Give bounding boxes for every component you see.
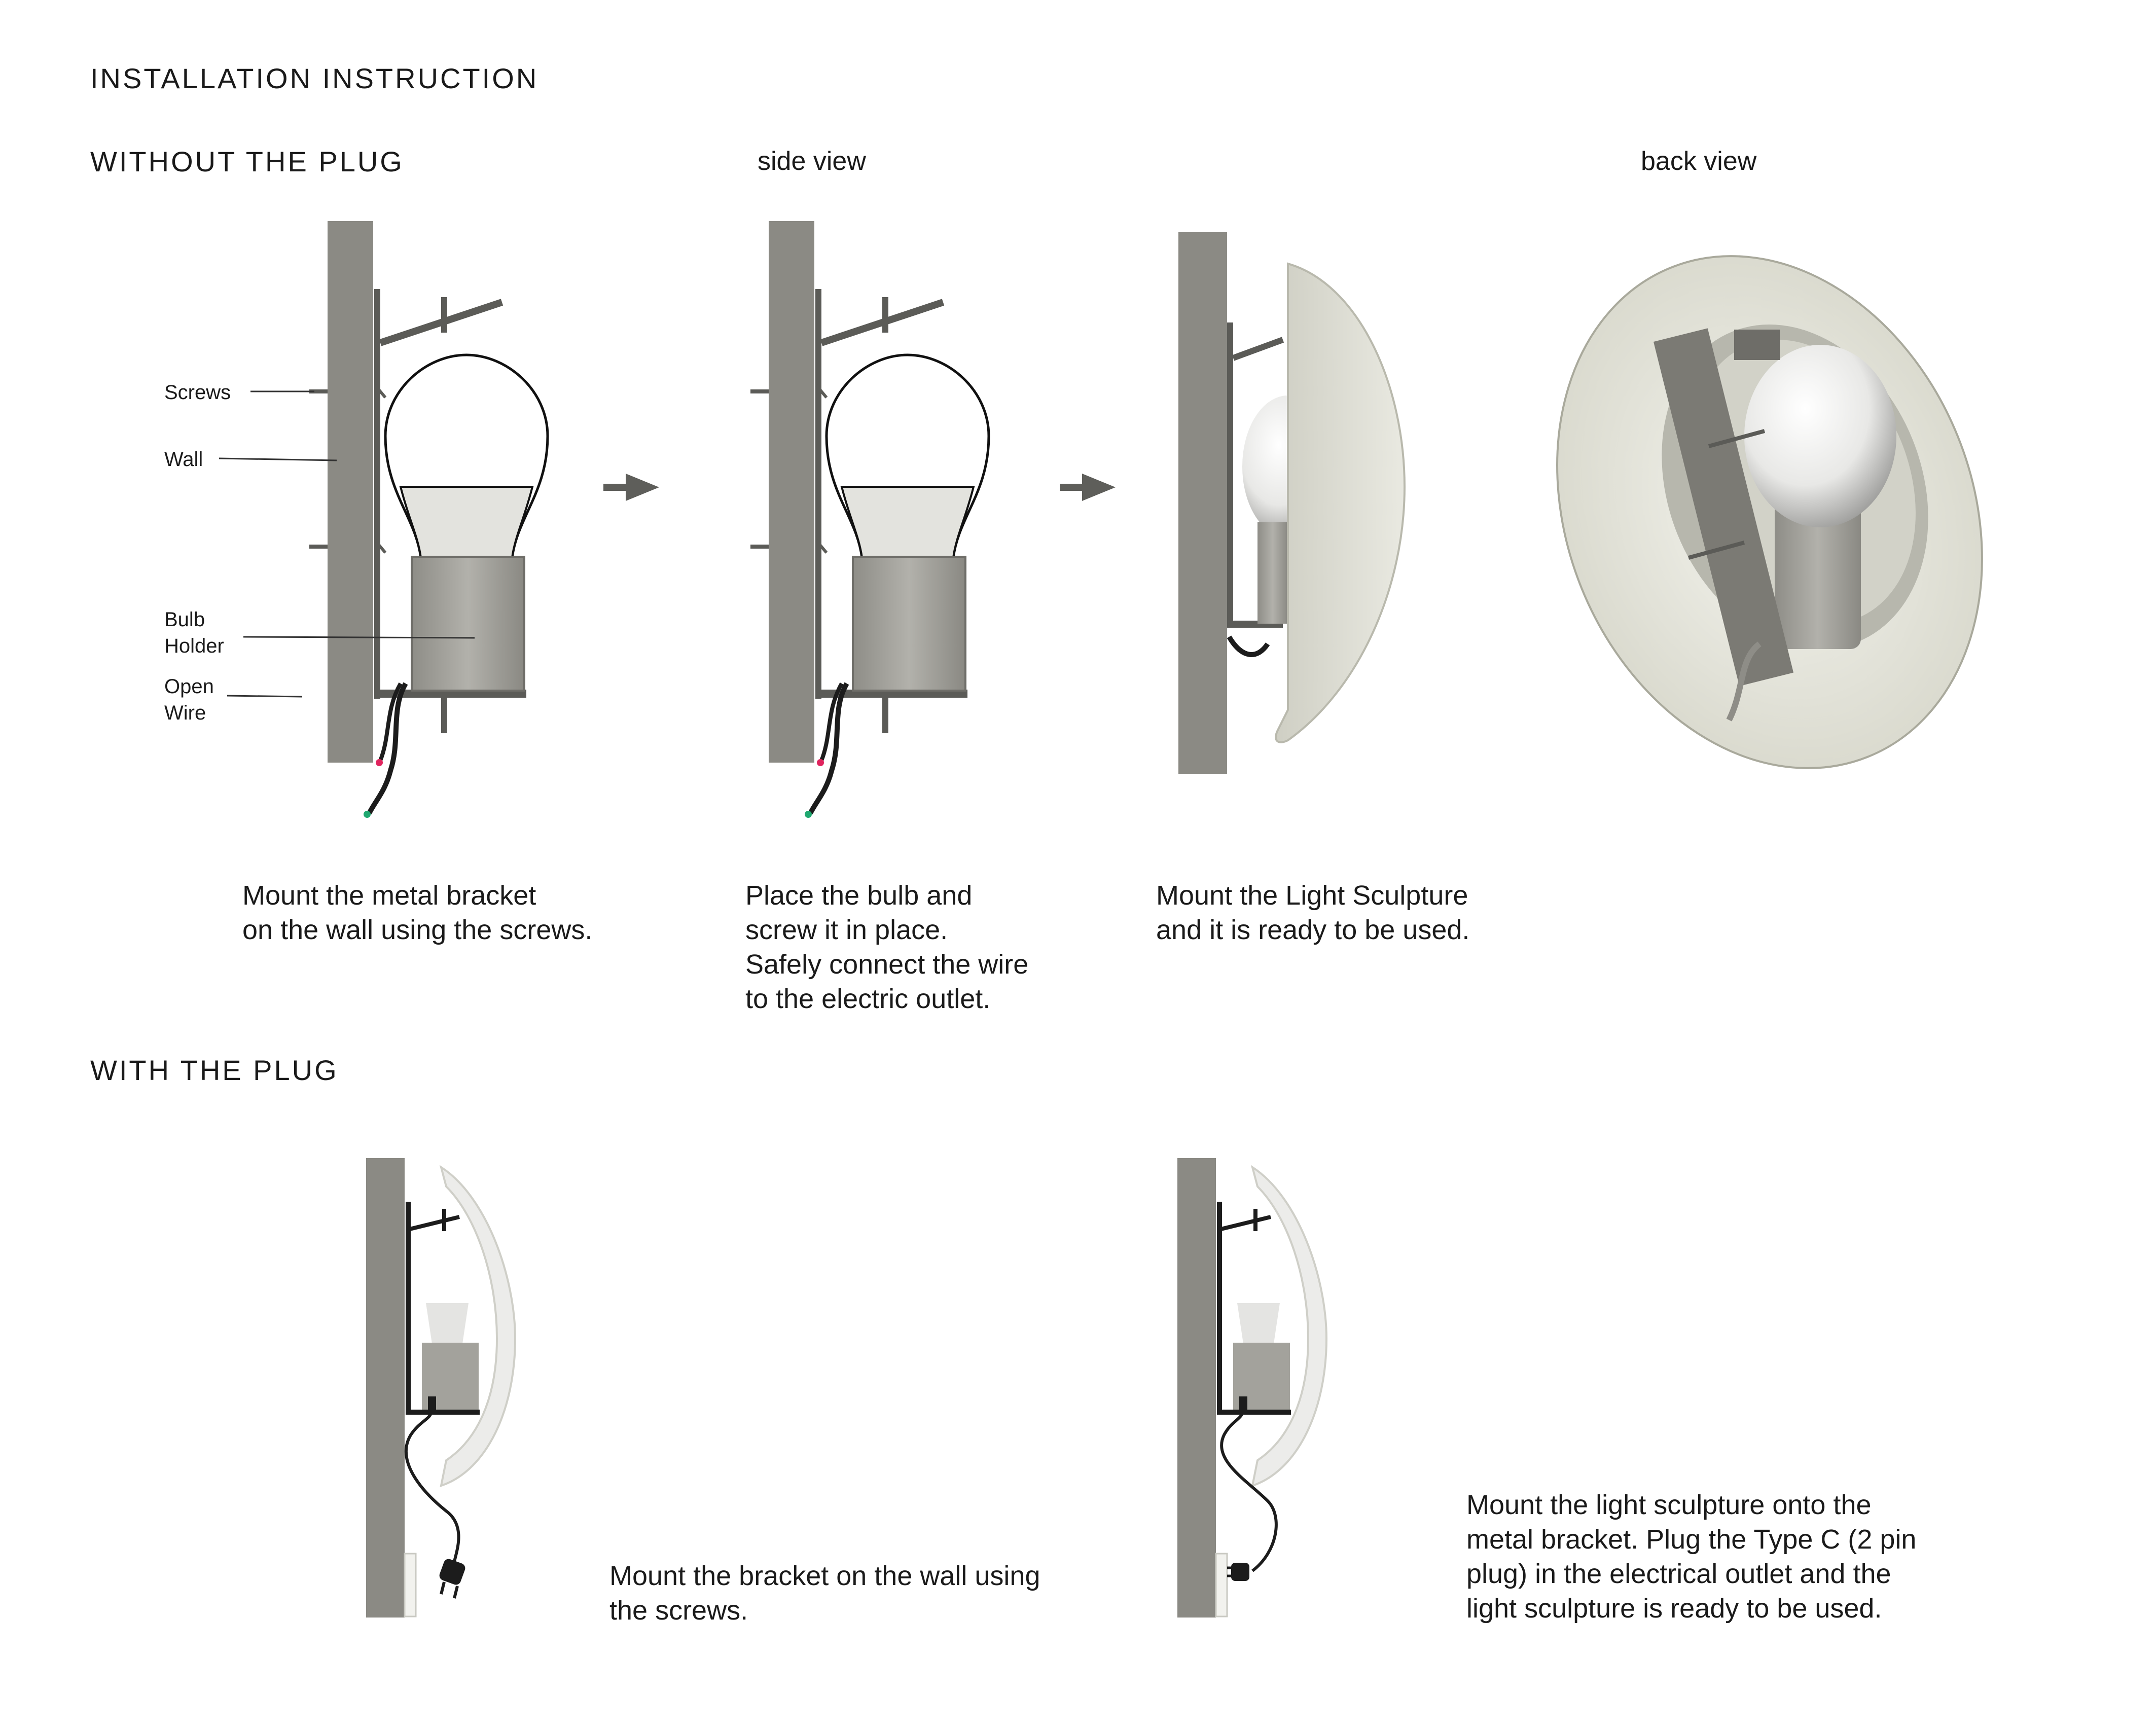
side-view-label: side view xyxy=(758,147,866,176)
bulb-holder xyxy=(411,556,525,692)
back-view-illustration xyxy=(1556,255,1983,769)
open-wire xyxy=(367,682,408,815)
step-2-illustration xyxy=(750,221,990,818)
plug-step-1-illustration xyxy=(366,1158,517,1618)
wall xyxy=(366,1158,405,1618)
section-title-with-plug: WITH THE PLUG xyxy=(90,1054,339,1086)
wall xyxy=(1178,232,1227,774)
label-screws: Screws xyxy=(164,381,231,404)
power-cord xyxy=(404,1409,460,1562)
screw-icon xyxy=(750,384,828,554)
step-1-caption: Mount the metal bracket on the wall usin… xyxy=(242,880,593,945)
power-cord xyxy=(1220,1409,1278,1572)
lamp-shade xyxy=(439,1165,517,1487)
wall xyxy=(328,221,373,763)
plug-step-2-illustration xyxy=(1177,1158,1328,1618)
step-3-illustration xyxy=(1178,232,1406,774)
leader-lines xyxy=(219,390,475,698)
page-title: INSTALLATION INSTRUCTION xyxy=(90,62,539,94)
plug-icon xyxy=(1227,1563,1249,1581)
lamp-shade xyxy=(1275,262,1406,743)
section-title-without-plug: WITHOUT THE PLUG xyxy=(90,146,404,177)
outlet xyxy=(404,1553,417,1618)
mount-plate xyxy=(1653,328,1794,687)
step-3-caption: Mount the Light Sculpture and it is read… xyxy=(1156,880,1470,945)
wall xyxy=(769,221,814,763)
label-wall: Wall xyxy=(164,448,203,471)
step-2-caption: Place the bulb and screw it in place. Sa… xyxy=(745,880,1029,1014)
label-open-wire: Open Wire xyxy=(164,675,214,724)
plug-step-1-caption: Mount the bracket on the wall using the … xyxy=(609,1561,1040,1626)
plug-step-2-caption: Mount the light sculpture onto the metal… xyxy=(1466,1490,1917,1624)
back-view-label: back view xyxy=(1641,147,1757,176)
arrow-right-icon xyxy=(603,474,659,501)
wall xyxy=(1177,1158,1216,1618)
label-bulb-holder: Bulb Holder xyxy=(164,608,224,657)
outlet xyxy=(1215,1553,1228,1618)
arrow-right-icon xyxy=(1060,474,1116,501)
bulb-holder xyxy=(852,556,966,692)
plug-icon xyxy=(439,1559,465,1599)
step-1-illustration xyxy=(219,221,549,818)
